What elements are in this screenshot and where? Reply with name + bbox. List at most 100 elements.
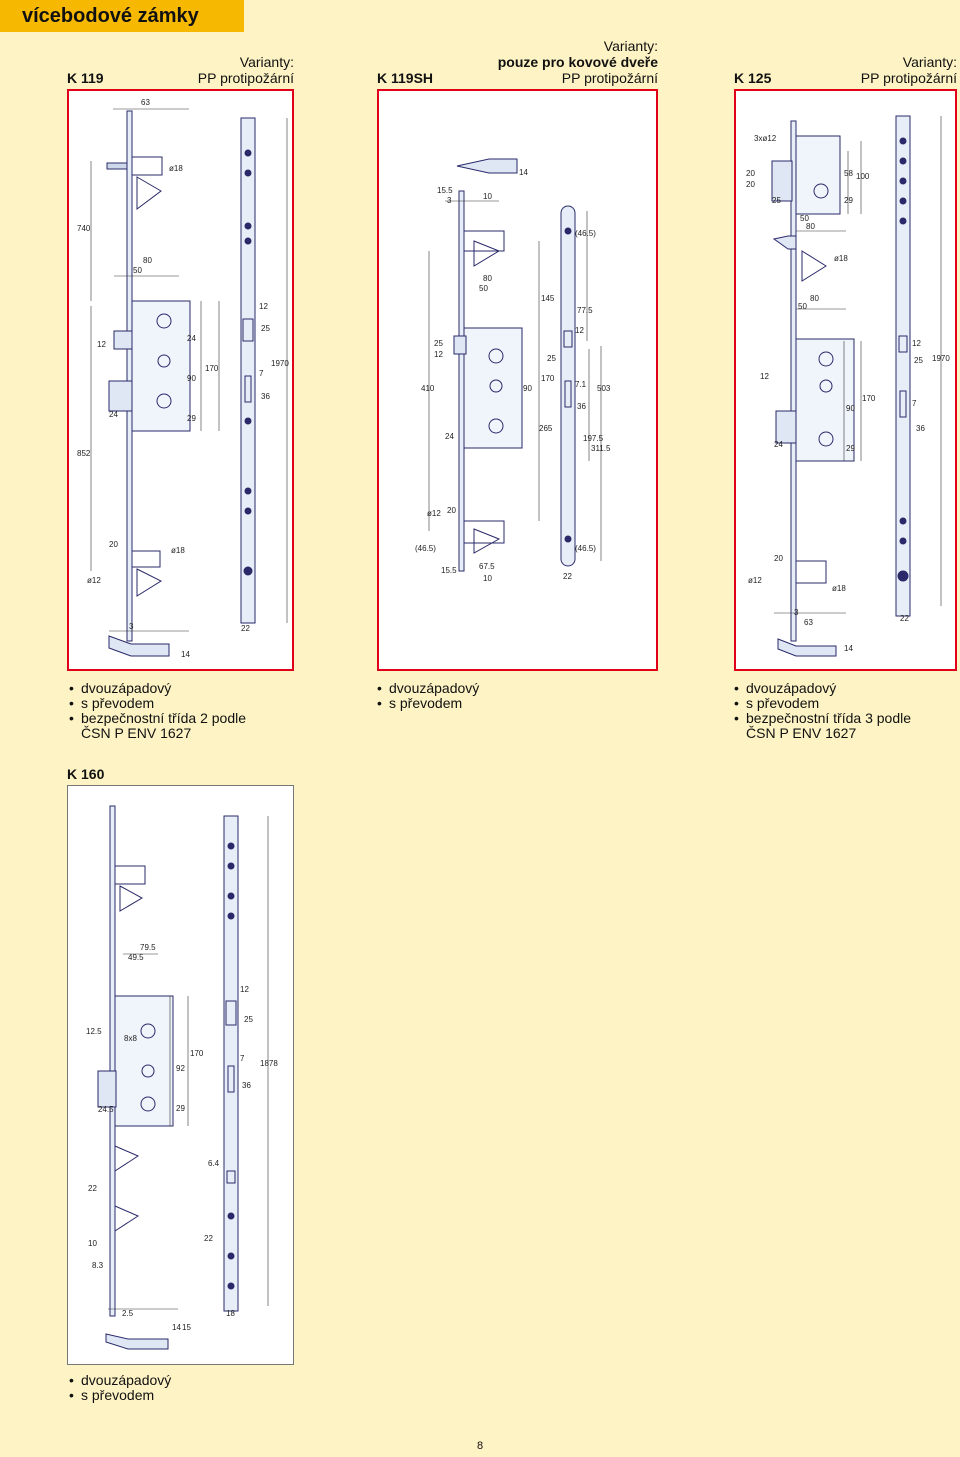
dimension-label: 170 bbox=[205, 364, 219, 373]
dimension-label: ø12 bbox=[748, 576, 762, 585]
product-code: K 119 bbox=[67, 70, 104, 86]
feature-item: dvouzápadový bbox=[377, 681, 577, 697]
dimension-label: 12 bbox=[575, 326, 584, 335]
dimension-label: 15.5 bbox=[441, 566, 457, 575]
dimension-label: 22 bbox=[900, 614, 909, 623]
dimension-label: 8x8 bbox=[124, 1034, 137, 1043]
dimension-label: 503 bbox=[597, 384, 611, 393]
dimension-label: 24.5 bbox=[98, 1105, 114, 1114]
dimension-label: 3xø12 bbox=[754, 134, 777, 143]
dimension-label: 18 bbox=[226, 1309, 235, 1318]
dimension-label: 25 bbox=[914, 356, 923, 365]
dimension-label: 79.5 bbox=[140, 943, 156, 952]
drawing-panel-k119: 63 ø18 740 80 50 12 24 90 170 29 24 852 … bbox=[67, 89, 294, 671]
dimension-label: 14 bbox=[172, 1323, 181, 1332]
dimension-label: 14 bbox=[519, 168, 528, 177]
feature-item: s převodem bbox=[377, 696, 577, 712]
dimension-label: 29 bbox=[846, 444, 855, 453]
dimension-label: 29 bbox=[176, 1104, 185, 1113]
variants-label: Varianty: bbox=[902, 54, 957, 70]
dimension-label: 10 bbox=[88, 1239, 97, 1248]
dimension-label: 29 bbox=[844, 196, 853, 205]
dimension-label: 20 bbox=[774, 554, 783, 563]
dimension-label: 90 bbox=[523, 384, 532, 393]
dimension-label: 12 bbox=[240, 985, 249, 994]
dimension-label: 29 bbox=[187, 414, 196, 423]
dimension-label: 25 bbox=[547, 354, 556, 363]
dimension-label: 24 bbox=[774, 440, 783, 449]
dimension-label: 12 bbox=[434, 350, 443, 359]
dimension-label: 20 bbox=[746, 169, 755, 178]
feature-list-k119sh: dvouzápadový s převodem bbox=[377, 681, 577, 712]
dimension-label: ø18 bbox=[169, 164, 183, 173]
dimension-label: 1878 bbox=[260, 1059, 278, 1068]
dimension-label: 90 bbox=[187, 374, 196, 383]
feature-list-k125: dvouzápadový s převodem bezpečnostní tří… bbox=[734, 681, 954, 741]
variants-text: PP protipožární bbox=[860, 70, 957, 86]
dimension-label: 12 bbox=[97, 340, 106, 349]
dimension-label: 7 bbox=[240, 1054, 245, 1063]
dimension-label: 49.5 bbox=[128, 953, 144, 962]
variants: Varianty: PP protipožární bbox=[198, 54, 294, 86]
dimension-label: 15.5 bbox=[437, 186, 453, 195]
dimension-label: 10 bbox=[483, 192, 492, 201]
dimension-label: 20 bbox=[746, 180, 755, 189]
dimension-label: 12.5 bbox=[86, 1027, 102, 1036]
feature-list-k119: dvouzápadový s převodem bezpečnostní tří… bbox=[69, 681, 299, 741]
drawing-panel-k119sh: 15.5 3 10 14 80 50 145 (46.5) 77.5 410 2… bbox=[377, 89, 658, 671]
feature-item: bezpečnostní třída 3 podle bbox=[734, 711, 954, 727]
dimension-label: 67.5 bbox=[479, 562, 495, 571]
technical-drawing-k119sh: 15.5 3 10 14 80 50 145 (46.5) 77.5 410 2… bbox=[415, 158, 611, 583]
dimension-label: 8.3 bbox=[92, 1261, 104, 1270]
dimension-label: 12 bbox=[760, 372, 769, 381]
page-title: vícebodové zámky bbox=[22, 4, 199, 27]
dimension-label: 3 bbox=[129, 622, 134, 631]
dimension-label: 80 bbox=[483, 274, 492, 283]
dimension-label: 6.4 bbox=[208, 1159, 220, 1168]
product-heading-k119sh: K 119SH Varianty: pouze pro kovové dveře… bbox=[377, 38, 658, 86]
dimension-label: 25 bbox=[261, 324, 270, 333]
variants-text: PP protipožární bbox=[197, 70, 294, 86]
feature-item: s převodem bbox=[69, 1388, 269, 1404]
page-number: 8 bbox=[476, 1440, 484, 1452]
dimension-label: 24 bbox=[109, 410, 118, 419]
feature-item: dvouzápadový bbox=[69, 681, 299, 697]
dimension-label: 740 bbox=[77, 224, 91, 233]
dimension-label: 36 bbox=[577, 402, 586, 411]
product-code: K 160 bbox=[67, 766, 105, 782]
feature-item: dvouzápadový bbox=[734, 681, 954, 697]
product-heading-k160: K 160 bbox=[67, 762, 167, 782]
dimension-label: 20 bbox=[109, 540, 118, 549]
dimension-label: 22 bbox=[204, 1234, 213, 1243]
dimension-label: 170 bbox=[862, 394, 876, 403]
dimension-label: 50 bbox=[798, 302, 807, 311]
technical-drawing-k119: 63 ø18 740 80 50 12 24 90 170 29 24 852 … bbox=[77, 98, 289, 659]
dimension-label: (46.5) bbox=[575, 544, 596, 553]
dimension-label: 100 bbox=[856, 172, 870, 181]
dimension-label: (46.5) bbox=[415, 544, 436, 553]
dimension-label: 25 bbox=[772, 196, 781, 205]
dimension-label: 10 bbox=[483, 574, 492, 583]
dimension-label: 410 bbox=[421, 384, 435, 393]
dimension-label: ø12 bbox=[427, 509, 441, 518]
feature-item-continuation: ČSN P ENV 1627 bbox=[746, 725, 857, 741]
dimension-label: 3 bbox=[794, 608, 799, 617]
dimension-label: 63 bbox=[804, 618, 813, 627]
dimension-label: ø18 bbox=[832, 584, 846, 593]
feature-item: s převodem bbox=[734, 696, 954, 712]
dimension-label: 63 bbox=[141, 98, 150, 107]
product-heading-k125: K 125 Varianty: PP protipožární bbox=[734, 40, 957, 86]
feature-item-continuation: ČSN P ENV 1627 bbox=[81, 725, 192, 741]
drawing-panel-k160: 79.5 49.5 12 12.5 8x8 92 170 25 7 36 187… bbox=[67, 785, 294, 1365]
product-code: K 119SH bbox=[377, 70, 434, 86]
dimension-label: 7.1 bbox=[575, 380, 587, 389]
dimension-label: 25 bbox=[434, 339, 443, 348]
dimension-label: 170 bbox=[190, 1049, 204, 1058]
product-code: K 125 bbox=[734, 70, 772, 86]
technical-drawing-k125: 3xø12 20 20 25 58 29 100 50 80 ø18 80 50… bbox=[746, 115, 950, 657]
dimension-label: 14 bbox=[181, 650, 190, 659]
dimension-label: 311.5 bbox=[591, 444, 611, 453]
dimension-label: (46.5) bbox=[575, 229, 596, 238]
dimension-label: 36 bbox=[261, 392, 270, 401]
drawing-panel-k125: 3xø12 20 20 25 58 29 100 50 80 ø18 80 50… bbox=[734, 89, 957, 671]
